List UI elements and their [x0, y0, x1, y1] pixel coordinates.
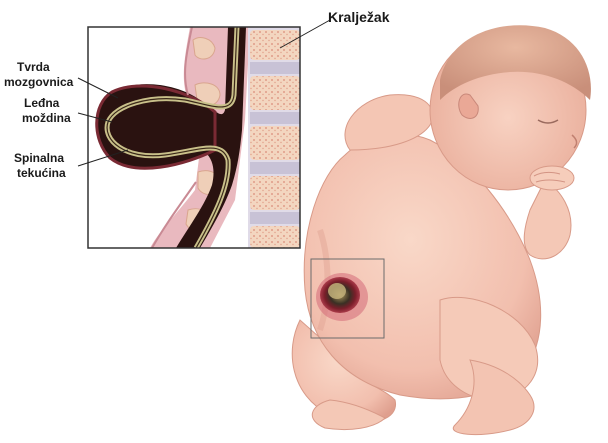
- label-cord-line1: Leđna: [24, 96, 59, 111]
- intervertebral-disc: [250, 212, 300, 224]
- label-fluid-line1: Spinalna: [14, 151, 64, 166]
- label-cord-line2: moždina: [22, 111, 71, 126]
- intervertebral-disc: [250, 162, 300, 174]
- vertebra-body: [250, 126, 300, 160]
- label-vertebra: Kralježak: [328, 10, 389, 25]
- label-fluid-line2: tekućina: [17, 166, 66, 181]
- baby-arm-front: [524, 180, 571, 259]
- vertebral-column: [248, 27, 300, 248]
- vertebra-body: [250, 76, 300, 110]
- spina-bifida-lesion: [316, 273, 368, 321]
- vertebra-body: [250, 176, 300, 210]
- intervertebral-disc: [250, 62, 300, 74]
- vertebra-body: [250, 30, 300, 60]
- vertebra-body: [250, 226, 300, 248]
- baby-hand: [530, 166, 574, 190]
- intervertebral-disc: [250, 112, 300, 124]
- label-dura-line2: mozgovnica: [4, 75, 73, 90]
- spine-cross-section-inset: [88, 27, 300, 248]
- baby-figure: [292, 25, 591, 434]
- label-dura-line1: Tvrda: [17, 60, 50, 75]
